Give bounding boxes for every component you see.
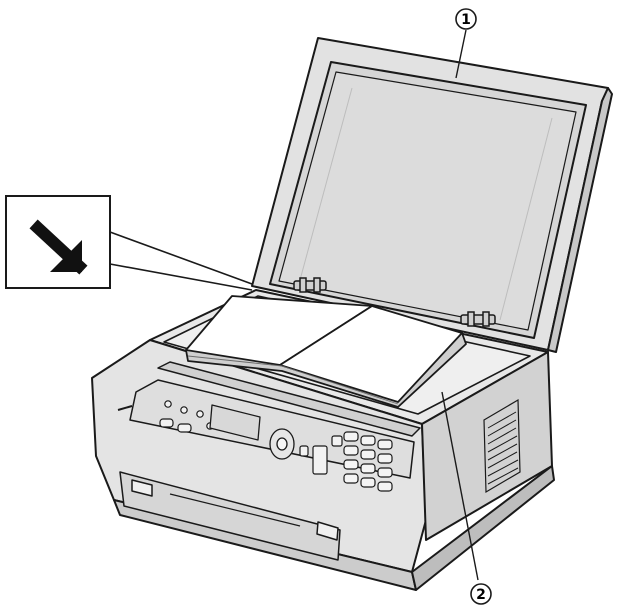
paper-tray — [119, 471, 341, 561]
callout-2-leader — [441, 391, 479, 581]
side-vent — [483, 398, 521, 494]
callout-2-marker: 2 — [470, 583, 492, 605]
arrow-down-right-icon — [29, 219, 88, 275]
dial-keypad — [343, 431, 393, 492]
lcd-display — [209, 404, 261, 441]
callout-2-label: 2 — [476, 587, 486, 603]
model-badge — [117, 405, 133, 411]
inset-pointer-lines — [109, 231, 253, 291]
callout-1-label: 1 — [461, 12, 471, 28]
control-panel — [129, 361, 421, 479]
book-document — [185, 295, 467, 408]
navigator-key — [269, 428, 295, 460]
document-cover — [251, 37, 613, 353]
cover-hinge-left — [293, 277, 327, 293]
cover-hinge-right — [460, 311, 496, 327]
callout-1-marker: 1 — [455, 8, 477, 30]
callout-1-leader — [455, 29, 467, 79]
panel-buttons — [159, 400, 214, 433]
function-keys — [299, 435, 343, 475]
